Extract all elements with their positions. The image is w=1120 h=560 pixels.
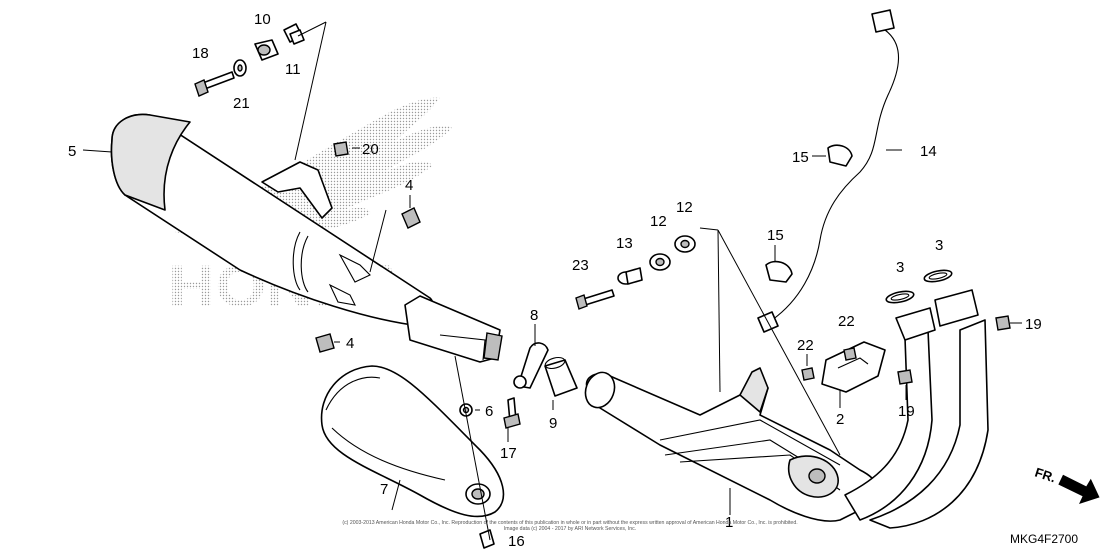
callout-4b: 4 [346, 335, 354, 352]
callout-labels: 1 2 3 3 4 4 5 6 7 8 9 10 11 12 12 13 14 … [68, 11, 1042, 550]
copyright-line-2: Image data (c) 2004 - 2017 by ARI Networ… [503, 526, 637, 532]
sleeve-part-9[interactable] [544, 356, 578, 397]
callout-7: 7 [380, 481, 388, 498]
muffler-cover-part-7[interactable] [320, 365, 505, 518]
bolt-part-22-upper[interactable] [843, 347, 857, 361]
callout-12a: 12 [650, 213, 667, 230]
callout-9: 9 [549, 415, 557, 432]
callout-22a: 22 [838, 313, 855, 330]
copyright-notice: (c) 2003-2013 American Honda Motor Co., … [250, 520, 890, 532]
callout-2: 2 [836, 411, 844, 428]
bolt-part-23[interactable] [575, 289, 615, 310]
bracket-part-2[interactable] [821, 341, 886, 393]
washer-part-21[interactable] [233, 59, 247, 77]
callout-11: 11 [285, 61, 301, 78]
callout-21: 21 [233, 95, 250, 112]
callout-3a: 3 [896, 259, 904, 276]
callout-23: 23 [572, 257, 589, 274]
rubber-part-12-left[interactable] [649, 253, 671, 271]
copyright-line-1: (c) 2003-2013 American Honda Motor Co., … [342, 520, 798, 526]
nut-part-19-lower[interactable] [897, 369, 913, 385]
callout-13: 13 [616, 235, 633, 252]
callout-18: 18 [192, 45, 209, 62]
muffler-part-5[interactable] [110, 113, 503, 363]
front-direction-arrow: FR. [1033, 465, 1100, 504]
nut-part-20[interactable] [333, 141, 349, 157]
clamp-band-part-8[interactable] [513, 342, 549, 389]
nut-part-19-right[interactable] [995, 315, 1011, 331]
clamp-part-15-lower[interactable] [765, 260, 793, 283]
direction-label: FR. [1033, 465, 1058, 486]
callout-8: 8 [530, 307, 538, 324]
callout-15a: 15 [792, 149, 809, 166]
callout-10: 10 [254, 11, 271, 28]
bolt-part-16[interactable] [479, 529, 495, 549]
callout-19b: 19 [898, 403, 915, 420]
collar-part-13[interactable] [617, 267, 643, 285]
o2-sensor-part-14[interactable] [757, 9, 899, 333]
callout-4a: 4 [405, 177, 413, 194]
callout-15b: 15 [767, 227, 784, 244]
bolt-part-22-lower[interactable] [801, 367, 815, 381]
callout-12b: 12 [676, 199, 693, 216]
collar-part-10[interactable] [254, 39, 279, 61]
callout-1: 1 [725, 514, 733, 531]
callout-16: 16 [508, 533, 525, 550]
callout-19a: 19 [1025, 316, 1042, 333]
callout-3b: 3 [935, 237, 943, 254]
bolt-part-18[interactable] [194, 71, 235, 97]
rubber-part-4-upper[interactable] [401, 207, 421, 229]
clamp-part-15-upper[interactable] [827, 144, 853, 167]
callout-6: 6 [485, 403, 493, 420]
exhaust-pipe-part-1[interactable] [581, 289, 989, 529]
rubber-part-4-lower[interactable] [315, 333, 335, 353]
callout-17: 17 [500, 445, 517, 462]
callout-20: 20 [362, 141, 379, 158]
gasket-part-3-right[interactable] [923, 268, 953, 284]
rubber-part-12-right[interactable] [674, 235, 696, 253]
callout-22b: 22 [797, 337, 814, 354]
callout-14: 14 [920, 143, 937, 160]
callout-5: 5 [68, 143, 76, 160]
gasket-part-3-left[interactable] [885, 289, 915, 305]
bolt-part-17[interactable] [503, 397, 521, 429]
diagram-code: MKG4F2700 [1010, 532, 1079, 546]
bolt-part-11[interactable] [283, 23, 305, 45]
leader-lines [82, 21, 1022, 541]
